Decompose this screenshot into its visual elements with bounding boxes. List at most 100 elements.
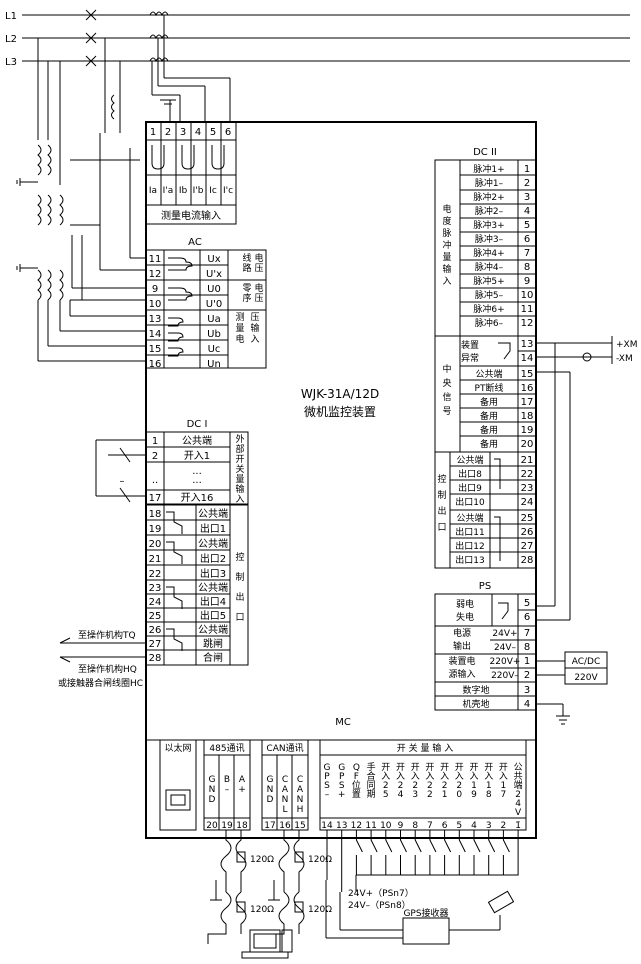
dc1-terminal: 1	[152, 436, 158, 447]
dc2-pulse-side: 电	[442, 203, 451, 215]
phase-label: L1	[5, 11, 17, 22]
switch-input-label: 开	[381, 762, 390, 773]
ctrl-label: 跳闸	[203, 637, 223, 650]
dc2-terminal: 18	[521, 411, 534, 422]
dc2-terminal: 13	[521, 339, 534, 350]
can-col: N	[282, 795, 289, 805]
switch-input-label: 8	[486, 790, 492, 800]
switch-input-label: 入	[455, 771, 464, 782]
xm-neg: -XM	[616, 354, 633, 364]
dc2-pulse-label: 脉冲6+	[473, 303, 504, 315]
switch-input-label: 4	[515, 799, 521, 809]
ctrl-note: 至操作机构TQ	[78, 629, 136, 641]
dc2-out-label: 公共端	[456, 454, 483, 466]
gps-receiver-label: GPS接收器	[403, 907, 448, 919]
dc1-side: 输	[235, 483, 244, 495]
switch-terminal: 6	[442, 821, 448, 831]
dc2-out-label: 出口12	[455, 540, 484, 552]
ctrl-label: 公共端	[198, 537, 228, 550]
dc2-pulse-label: 脉冲4+	[473, 247, 504, 259]
dc2-terminal: 1	[524, 164, 530, 175]
ac-signal: Uc	[208, 344, 221, 355]
rs485-col: G	[209, 775, 216, 785]
ps-terminal: 7	[524, 628, 530, 639]
ctrl-side: 口	[235, 613, 244, 623]
dc2-pulse-side: 脉	[442, 227, 451, 239]
dc1-label: ...	[192, 466, 202, 477]
dc2-terminal: 22	[521, 469, 534, 480]
switch-input-label: 2	[427, 781, 433, 791]
ps-label: 机壳地	[462, 698, 489, 710]
ct-label: I'a	[163, 186, 174, 196]
ps-terminal: 4	[524, 699, 530, 710]
rs485-col: B	[224, 775, 230, 785]
ctrl-terminal: 26	[149, 625, 162, 636]
switch-input-label: P	[339, 772, 345, 782]
dc2-pulse-side: 冲	[442, 239, 451, 251]
ctrl-terminal: 23	[149, 583, 162, 594]
switch-input-label: 开	[469, 762, 478, 773]
device-name: 微机监控装置	[304, 405, 376, 419]
ac-terminal: 13	[149, 314, 162, 325]
dc2-pulse-label: 脉冲1–	[475, 177, 504, 189]
dc2-terminal: 16	[521, 383, 534, 394]
ctrl-terminal: 19	[149, 524, 162, 535]
dc2-pulse-label: 脉冲2+	[473, 191, 504, 203]
can-terminal: 16	[279, 821, 291, 831]
dc2-out-side: 出	[437, 505, 446, 517]
ps-sub: 220V+	[490, 657, 521, 667]
can-col: G	[267, 775, 274, 785]
ac-title: AC	[188, 237, 202, 248]
dc2-terminal: 5	[524, 220, 530, 231]
switch-input-label: 0	[456, 790, 462, 800]
switch-input-label: 开	[411, 762, 420, 773]
switch-input-label: 4	[398, 790, 404, 800]
rs485-col: –	[225, 785, 230, 795]
dc2-terminal: 14	[521, 353, 534, 364]
ac-terminal: 16	[149, 359, 162, 370]
dc2-terminal: 7	[524, 248, 530, 259]
dc2-pulse-side: 输	[442, 263, 451, 275]
dc1-side: 开	[235, 454, 244, 465]
ct-label: I'c	[223, 186, 233, 196]
switch-input-label: +	[338, 790, 346, 800]
switch-terminal: 12	[351, 821, 362, 831]
dc2-terminal: 28	[521, 555, 534, 566]
can-col: A	[282, 785, 289, 795]
dc2-central-label: 备用	[480, 410, 498, 422]
static-wiring	[16, 9, 630, 959]
dc2-central-label: PT断线	[475, 382, 504, 394]
ps-terminal: 2	[524, 670, 530, 681]
dc2-terminal: 10	[521, 290, 534, 301]
switch-input-label: 3	[412, 790, 418, 800]
switch-terminal: 1	[515, 821, 521, 831]
dc1-terminal: 2	[152, 451, 158, 462]
resistor-label: 120Ω	[250, 905, 274, 915]
switch-input-label: 开	[396, 762, 405, 773]
ps-terminal: 5	[524, 598, 530, 609]
ac-terminal: 14	[149, 329, 162, 340]
dc2-central-label: 备用	[480, 396, 498, 408]
dc2-alarm-label: 异常	[461, 352, 479, 364]
rs485-terminal: 18	[236, 821, 248, 831]
ctrl-label: 公共端	[198, 623, 228, 636]
ac-signal: Un	[207, 359, 221, 370]
ac-group: 线	[242, 252, 251, 264]
ac-terminal: 11	[149, 254, 162, 265]
switch-input-label: 共	[514, 771, 523, 782]
switch-input-label: 端	[514, 779, 523, 791]
acdc-label: AC/DC	[572, 657, 601, 667]
switch-input-label: 开	[484, 762, 493, 773]
dc2-pulse-side: 度	[442, 215, 451, 227]
ac-group: 压	[254, 263, 263, 274]
dc2-pulse-label: 脉冲5–	[475, 289, 504, 301]
switch-input-label: Q	[353, 763, 360, 773]
ps-label: 数字地	[462, 684, 489, 696]
ctrl-label: 合闸	[203, 651, 223, 664]
ac-signal: Ua	[207, 314, 220, 325]
ac-group: 入	[250, 334, 259, 345]
dc2-pulse-label: 脉冲2–	[475, 205, 504, 217]
ac-group: 压	[254, 293, 263, 304]
dc2-terminal: 15	[521, 369, 534, 380]
switch-terminal: 7	[427, 821, 433, 831]
